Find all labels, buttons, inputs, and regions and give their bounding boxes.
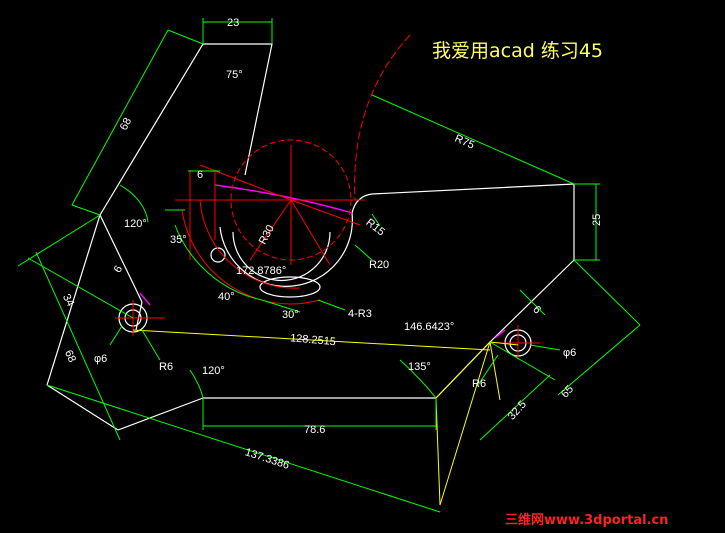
dim-172: 172.8786° [236, 265, 286, 277]
dim-128: 128.2515 [290, 332, 337, 348]
dim-146: 146.6423° [404, 321, 454, 333]
dim-40-angle: 40° [218, 291, 235, 303]
dim-30-angle: 30° [282, 309, 299, 321]
dim-120-bottom: 120° [202, 365, 225, 377]
dim-phi6-left: φ6 [94, 353, 107, 365]
dimension-lines [17, 18, 641, 513]
dim-135-angle: 135° [408, 361, 431, 373]
center-lines [115, 34, 540, 360]
dim-6-right: 6 [530, 304, 543, 317]
dim-r15: R15 [364, 217, 387, 239]
dim-34: 34 [60, 292, 76, 308]
dim-r75: R75 [453, 133, 476, 152]
dim-78-6: 78.6 [304, 424, 325, 436]
dim-120-top: 120° [124, 218, 147, 230]
dim-4-r3: 4-R3 [348, 308, 372, 320]
dim-68-top: 68 [118, 116, 134, 132]
dim-137: 137.3386 [243, 446, 290, 472]
dim-r20: R20 [369, 259, 389, 271]
magenta-arcs [139, 184, 506, 339]
dim-23: 23 [227, 17, 239, 29]
dim-25: 25 [591, 214, 603, 226]
dim-35-angle: 35° [170, 234, 187, 246]
dim-32-5: 32.5 [506, 399, 529, 423]
dim-75-angle: 75° [226, 69, 243, 81]
dim-6-left: 6 [112, 264, 125, 275]
dim-6-top: 6 [197, 169, 203, 181]
dim-65: 65 [559, 383, 576, 400]
watermark: 三维网www.3dportal.cn [505, 512, 668, 528]
dim-phi6-right: φ6 [563, 347, 576, 359]
dim-r6-right: R6 [472, 378, 486, 390]
dim-r30: R30 [257, 223, 277, 246]
drawing-title: 我爱用acad 练习45 [432, 40, 603, 62]
dim-68-left: 68 [62, 348, 78, 364]
construction-lines [132, 329, 519, 506]
dim-r6-left: R6 [159, 361, 173, 373]
